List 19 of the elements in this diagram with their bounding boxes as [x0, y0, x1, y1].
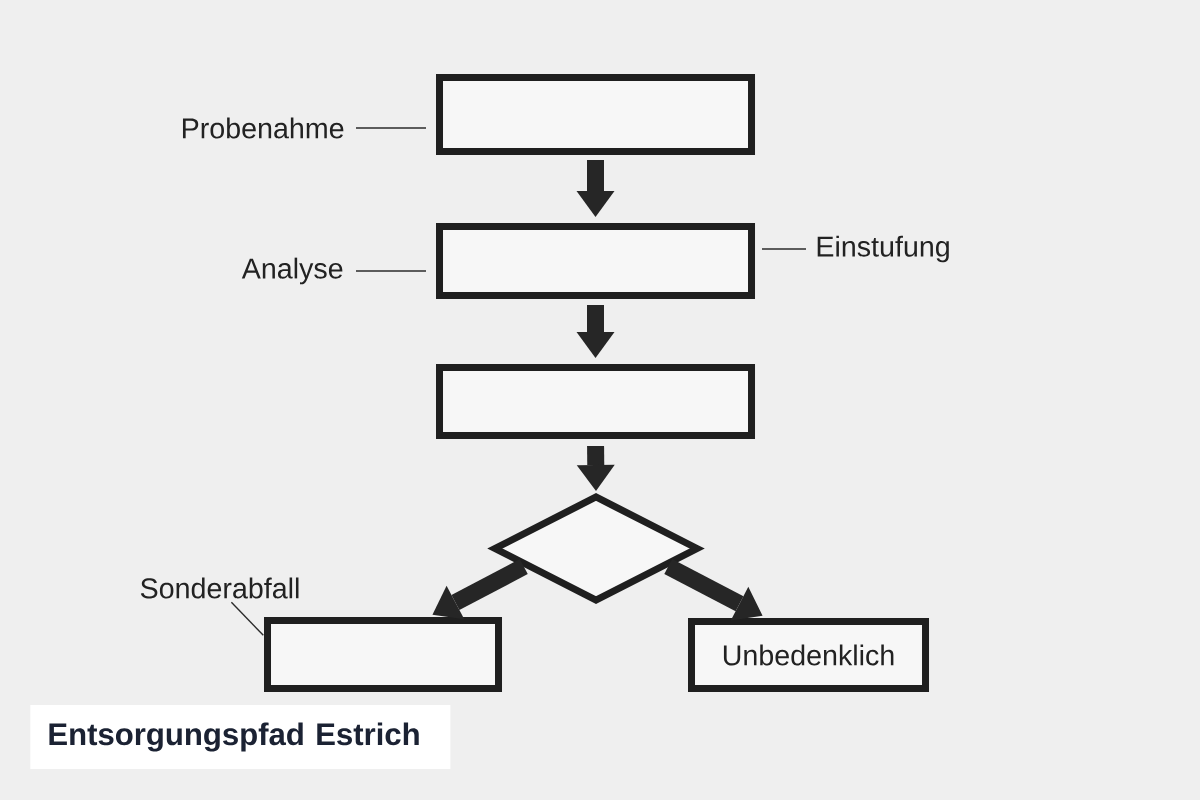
block-arrow [576, 445, 615, 491]
process-box [264, 617, 502, 692]
block-arrow [432, 559, 528, 620]
leader-line [761, 248, 807, 250]
process-box [436, 223, 755, 299]
callout-label: Analyse [241, 257, 343, 285]
process-box [436, 74, 755, 155]
block-arrow [576, 305, 615, 358]
callout-label: Einstufung [817, 235, 949, 263]
leader-line [355, 270, 427, 272]
leader-line [355, 127, 427, 129]
process-box [436, 364, 755, 439]
block-arrow [576, 160, 615, 217]
title-banner: Entsorgungspfad Estrich [30, 705, 451, 769]
callout-label: Sonderabfall [140, 577, 299, 599]
callout-label: Probenahme [183, 117, 344, 139]
block-arrow [664, 558, 763, 621]
leader-line [230, 601, 264, 636]
process-box: Unbedenklich [688, 618, 929, 692]
